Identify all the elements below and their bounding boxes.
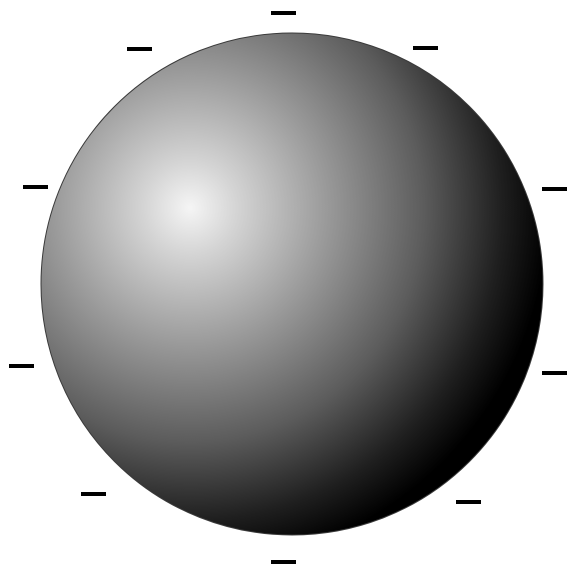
dash-marker (9, 364, 34, 368)
dash-marker (127, 47, 152, 51)
dash-marker (542, 371, 567, 375)
dash-marker (23, 185, 48, 189)
dash-marker (542, 187, 567, 191)
dash-marker (456, 500, 481, 504)
dash-marker (81, 492, 106, 496)
dash-marker (271, 11, 296, 15)
dash-marker (413, 46, 438, 50)
sphere (41, 33, 543, 535)
dash-marker (271, 560, 296, 564)
